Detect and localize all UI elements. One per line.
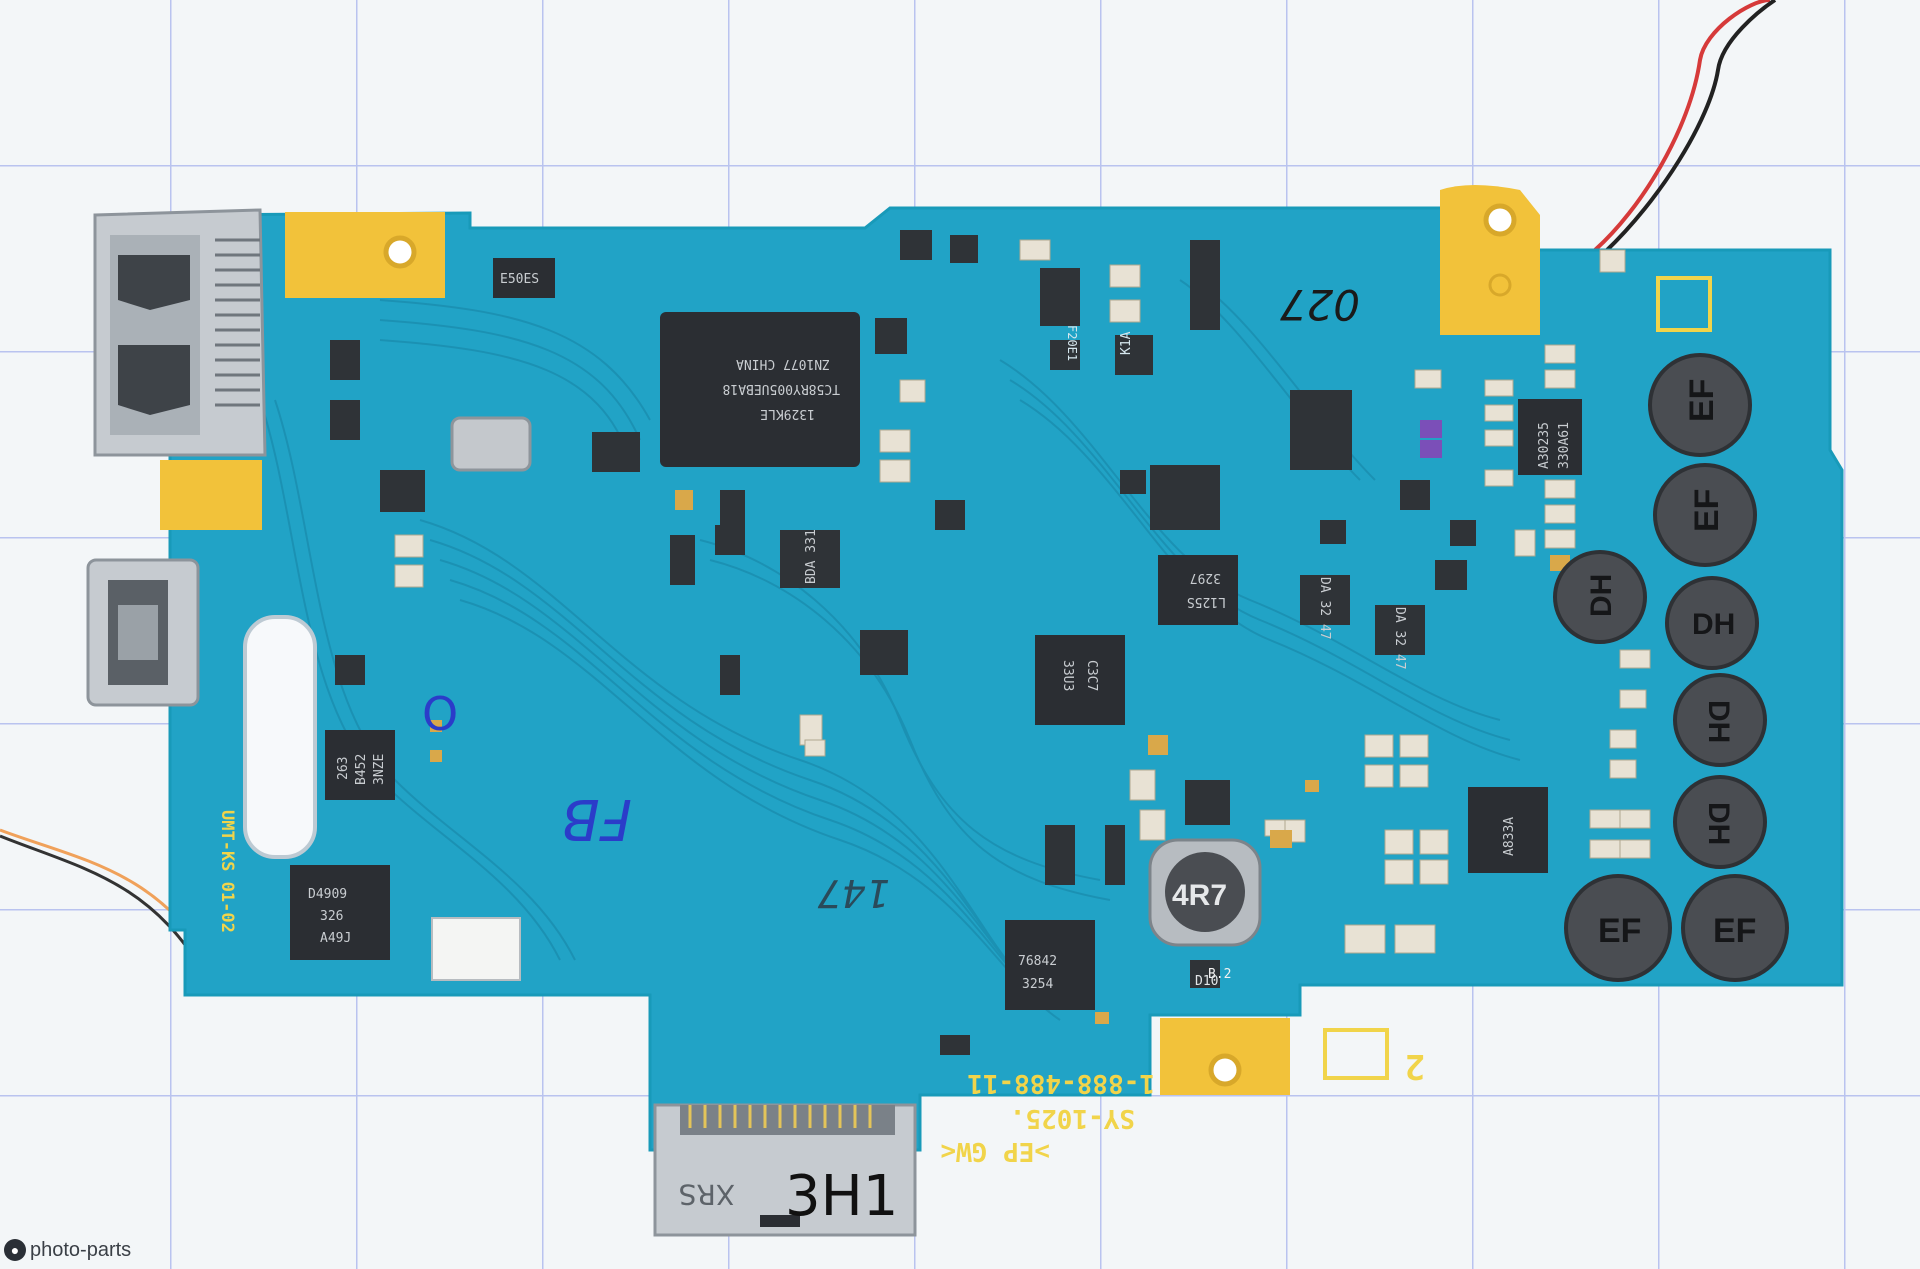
- inductor-dh-4: DH: [1673, 775, 1767, 869]
- svg-text:TC58RY005UEBA18: TC58RY005UEBA18: [723, 381, 840, 396]
- ic-d4909: D4909 326 A49J: [290, 865, 390, 960]
- mount-hole-bottom: [1208, 1053, 1242, 1087]
- silkscreen: UMT-KS 01-02 1-888-488-11 SY-1025. >EP G…: [217, 276, 1712, 1166]
- inductor-ef-1: EF: [1648, 353, 1752, 457]
- svg-text:B452: B452: [354, 754, 369, 785]
- silk-sy-1025: SY-1025.: [1010, 1103, 1135, 1133]
- ffc-connector: [431, 917, 521, 981]
- inductor-dh-1: DH: [1553, 550, 1647, 644]
- svg-text:ZN1077 CHINA: ZN1077 CHINA: [736, 356, 830, 371]
- small-components: [330, 230, 1476, 1055]
- mount-hole-top-right: [1483, 203, 1517, 237]
- silk-f20e1: F20E1: [1065, 325, 1079, 361]
- silk-part-number: 1-888-488-11: [967, 1068, 1155, 1098]
- svg-text:A833A: A833A: [1502, 817, 1517, 856]
- svg-text:326: 326: [320, 909, 343, 924]
- inductor-ef-4: EF: [1681, 874, 1789, 982]
- svg-text:EF: EF: [1688, 489, 1726, 532]
- black-wire: [1603, 0, 1777, 254]
- svg-text:3254: 3254: [1022, 977, 1053, 992]
- svg-text:330A61: 330A61: [1557, 422, 1572, 469]
- handwriting-fb: FB: [561, 786, 632, 851]
- silk-k1a: K1A: [1119, 331, 1134, 355]
- svg-text:DH: DH: [1702, 802, 1735, 845]
- ic-76842: 76842 3254: [1005, 920, 1095, 1010]
- silk-umt-ks: UMT-KS 01-02: [217, 810, 237, 933]
- svg-text:BDA 331: BDA 331: [804, 529, 819, 584]
- svg-text:DH: DH: [1702, 700, 1735, 743]
- inductor-4r7: 4R7: [1148, 838, 1262, 947]
- watermark-text: photo-parts: [30, 1238, 132, 1261]
- ic-a833a: A833A: [1468, 787, 1548, 873]
- power-inductors: EF EF DH DH DH DH EF EF: [1148, 353, 1789, 982]
- svg-text:33U3: 33U3: [1060, 660, 1075, 691]
- passives: [394, 239, 1651, 1024]
- handwriting-o: O: [422, 687, 458, 741]
- svg-text:EF: EF: [1683, 379, 1721, 422]
- ic-bda: BDA 331: [780, 529, 840, 588]
- svg-text:EF: EF: [1598, 912, 1641, 950]
- crystal-oscillator: [450, 416, 532, 472]
- inductor-ef-3: EF: [1564, 874, 1672, 982]
- svg-text:L125S: L125S: [1187, 594, 1226, 609]
- watermark: ● photo-parts: [4, 1237, 131, 1263]
- svg-text:DH: DH: [1585, 574, 1618, 617]
- inductor-dh-3: DH: [1673, 673, 1767, 767]
- multi-terminal-connector: XRS: [653, 1103, 917, 1237]
- mount-pad-top-left: [285, 212, 445, 298]
- ic-l125s: L125S 3297: [1158, 555, 1238, 625]
- ic-a30235: A30235 330A61: [1518, 399, 1582, 475]
- svg-text:EF: EF: [1713, 912, 1756, 950]
- svg-text:C3C7: C3C7: [1084, 660, 1099, 691]
- inductor-dh-2: DH: [1665, 576, 1759, 670]
- silk-d10: D10: [1195, 974, 1218, 989]
- handwriting-027: 027: [1280, 280, 1360, 329]
- red-wire: [1593, 0, 1771, 252]
- svg-text:3NZE: 3NZE: [372, 754, 387, 785]
- silk-board-num: 2: [1405, 1046, 1425, 1086]
- gray-wire: [0, 834, 207, 976]
- board-slot: [243, 615, 317, 859]
- handwriting-3h1: 3H1: [785, 1164, 898, 1229]
- mount-pad-left: [160, 460, 262, 530]
- micro-usb-connector: [86, 558, 200, 707]
- ic-263: 263 B452 3NZE: [325, 730, 395, 800]
- svg-text:A49J: A49J: [320, 931, 351, 946]
- silk-b2: B.2: [1208, 967, 1231, 982]
- label-xrs: XRS: [679, 1178, 735, 1211]
- svg-text:3297: 3297: [1190, 570, 1221, 585]
- ic-da-2: DA 32 47: [1375, 605, 1425, 670]
- mount-hole-top-left: [383, 235, 417, 269]
- svg-text:263: 263: [336, 757, 351, 780]
- svg-text:A30235: A30235: [1537, 422, 1552, 469]
- svg-text:DA 32 47: DA 32 47: [1392, 607, 1407, 670]
- mount-ring: [1488, 273, 1512, 297]
- svg-text:DA 32 47: DA 32 47: [1317, 577, 1332, 640]
- ic-da-1: DA 32 47: [1300, 575, 1350, 640]
- ic-e50es: E50ES: [493, 258, 555, 298]
- hdmi-connector: [93, 208, 267, 457]
- svg-text:76842: 76842: [1018, 954, 1057, 969]
- svg-text:E50ES: E50ES: [500, 272, 539, 287]
- svg-text:4R7: 4R7: [1172, 879, 1227, 912]
- svg-text:DH: DH: [1692, 608, 1735, 641]
- svg-text:1329KLE: 1329KLE: [760, 406, 815, 421]
- handwriting-147: 147: [817, 871, 890, 915]
- silk-ep-gw: >EP GW<: [940, 1136, 1050, 1166]
- main-memory-chip: 1329KLE TC58RY005UEBA18 ZN1077 CHINA: [660, 312, 860, 467]
- camera-logo-icon: ●: [4, 1239, 26, 1261]
- inductor-ef-2: EF: [1653, 463, 1757, 567]
- ic-c3c7: C3C7 33U3: [1035, 635, 1125, 725]
- svg-text:D4909: D4909: [308, 887, 347, 902]
